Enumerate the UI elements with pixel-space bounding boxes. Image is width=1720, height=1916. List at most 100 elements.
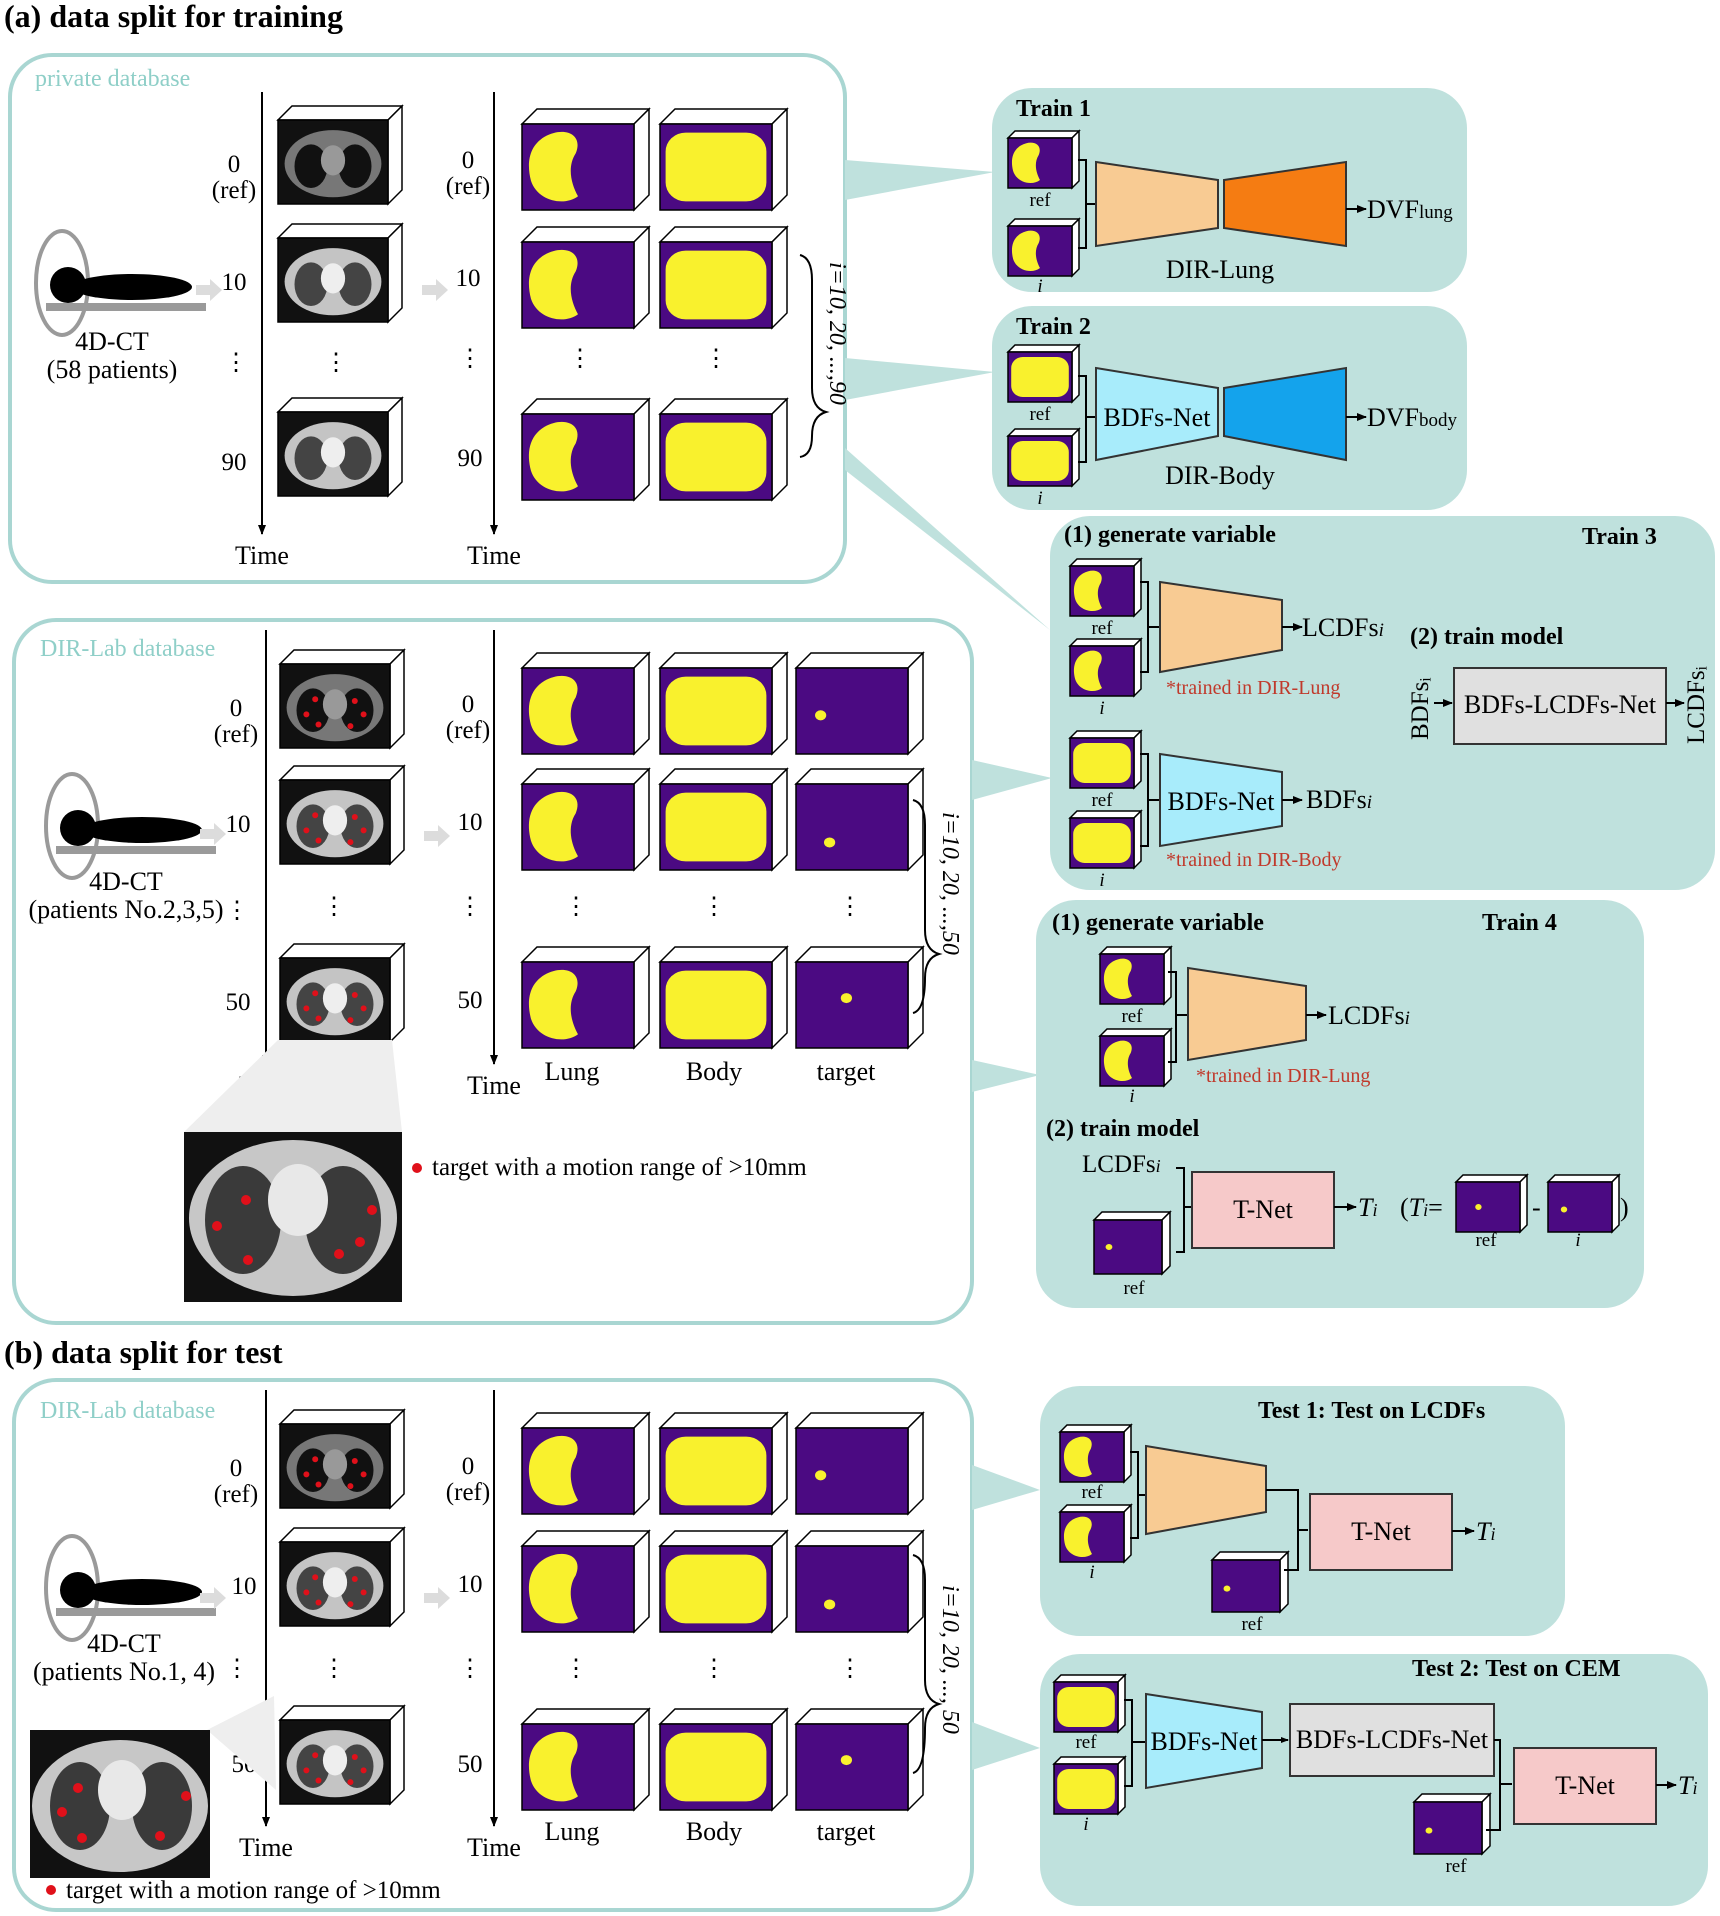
body-mask-0-dirlab-train [658,651,789,756]
train3-bdfs-net-label: BDFs-Net [1168,787,1276,816]
train3-lcdfs-output: LCDFsi [1302,613,1384,642]
ct-slice-0-dirlab-train [278,648,406,750]
lung-mask-50-dirlab-train [520,945,651,1050]
lung-dots-private: ⋮ [568,346,592,372]
train3-ref-label-1: ref [1091,618,1113,639]
train1-output: DVFlung [1367,195,1453,224]
lung-mask-10-dirlab-train [520,767,651,872]
train4-ref-label-2: ref [1123,1278,1145,1299]
body-mask-50-dirlab-train [658,945,789,1050]
train3-model-label: BDFs-LCDFs-Net [1464,690,1657,719]
train2-i-body-mask [1006,427,1081,488]
train4-ref-lung-mask [1098,945,1173,1006]
mask-phase-90-private: 90 [458,445,483,472]
connector-train3-private [845,448,1050,630]
train3-step2: (2) train model [1410,624,1564,650]
target-mask-10-dirlab-test [794,1529,925,1634]
body-mask-50-dirlab-test [658,1707,789,1812]
col-lung-train: Lung [545,1057,600,1086]
lung-mask-0-dirlab-train [520,651,651,756]
train3-note-lung: *trained in DIR-Lung [1166,677,1340,699]
target-mask-0-dirlab-test [794,1411,925,1516]
train4-eq-close: ) [1620,1193,1629,1222]
train4-ref-label: ref [1121,1006,1143,1027]
mask-phase-10-dirlab-train: 10 [458,809,483,836]
legend-dot-train [412,1163,422,1173]
body-mask-0-dirlab-test [658,1411,789,1516]
target-mask-50-dirlab-train [794,945,925,1050]
train3-note-body: *trained in DIR-Body [1166,849,1342,871]
train4-eq-i-label: i [1575,1230,1580,1251]
train4-i-lung-mask [1098,1027,1173,1088]
lung-dots-dirlab-train: ⋮ [564,894,588,920]
ct-patients-private: (58 patients) [47,355,178,384]
train2-encoder [1095,366,1219,462]
train2-encoder-label: BDFs-Net [1104,403,1212,432]
train2-model-label: DIR-Body [1165,461,1275,490]
test1-tnet-box [1309,1493,1453,1571]
connector-train1 [845,160,995,200]
mask-phase-50-dirlab-train: 50 [458,987,483,1014]
train3-bdfs-output: BDFsi [1306,785,1372,814]
train4-eq-ref-target [1454,1173,1529,1234]
ct-slice-10-dirlab-train [278,764,406,866]
phase-10-dirlab-test: 10 [232,1573,257,1600]
ct-dots-dirlab-test: ⋮ [322,1656,346,1682]
train3-i-lung-mask [1068,637,1143,698]
train4-lcdfs-input: LCDFsi [1082,1151,1161,1178]
train4-eq-minus: - [1532,1193,1541,1222]
col-target-train: target [817,1057,876,1086]
mask-phase-0-dirlab-train: 0 [462,691,475,718]
train4-tnet-box [1191,1171,1335,1249]
arrow-phases-to-masks-private [422,279,448,301]
test2-ref-target-mask [1412,1792,1492,1856]
body-mask-90-private [658,397,789,502]
time-axis-ct-dirlab-test-label: Time [239,1833,293,1862]
train1-decoder [1223,160,1347,248]
train3-inputs [1068,557,1143,870]
ct-slice-10-dirlab-test [278,1526,406,1628]
arrow-ct-to-phases-private [196,279,222,301]
test2-model-label: BDFs-LCDFs-Net [1296,1725,1489,1754]
ct-dots-private: ⋮ [324,350,348,376]
phase-0-dirlab-test: 0 [230,1455,243,1482]
lung-mask-10-dirlab-test [520,1529,651,1634]
ct-patients-dirlab-test: (patients No.1, 4) [33,1657,215,1686]
test2-tnet-box [1513,1747,1657,1825]
test1-title: Test 1: Test on LCDFs [1258,1398,1485,1424]
train3-model-box [1453,667,1667,745]
test2-t-output: Ti [1678,1771,1697,1800]
test1-ref-target-mask [1210,1550,1290,1614]
train3-in-label: BDFsᵢ [1407,678,1434,740]
lung-mask-10-private [520,225,651,330]
train4-eq-ref-label: ref [1475,1230,1497,1251]
phase-dots-private: ⋮ [224,350,248,376]
mask-phase-10-private: 10 [456,265,481,292]
lung-mask-0-dirlab-test [520,1411,651,1516]
train4-inputs [1092,945,1621,1276]
ct-slice-50-dirlab-train [278,942,406,1044]
connector-train2 [845,358,995,400]
ct-slice-10-private [276,222,404,324]
mask-phase-0-dirlab-test-ref: (ref) [446,1479,490,1506]
train4-tnet-label: T-Net [1233,1195,1293,1224]
target-dots-dirlab-test: ⋮ [838,1656,862,1682]
mask-phase-0-private: 0 [462,147,475,174]
lung-mask-0-private [520,107,651,212]
ct-slice-0-private [276,104,404,206]
test2-ref-label: ref [1075,1732,1097,1753]
test2-ref-label-2: ref [1445,1856,1467,1877]
train3-i-label-2: i [1099,870,1104,891]
lung-mask-90-private [520,397,651,502]
col-body-test: Body [686,1817,742,1846]
train1-encoder [1095,160,1219,248]
train3-lung-encoder [1159,580,1283,674]
arrow-ct-to-phases-dirlab-train [200,823,226,845]
phase-0-private-ref: (ref) [212,177,256,204]
connector-train3-dirlab [972,760,1052,800]
target-mask-10-dirlab-train [794,767,925,872]
test1-ref-label-2: ref [1241,1614,1263,1635]
time-axis-mask-dirlab-train-label: Time [467,1071,521,1100]
phase-0-dirlab-test-ref: (ref) [214,1481,258,1508]
left-content: Time0(ref)10⋮90⋮Time0(ref)10⋮90⋮⋮Time⋮0(… [34,92,925,1862]
